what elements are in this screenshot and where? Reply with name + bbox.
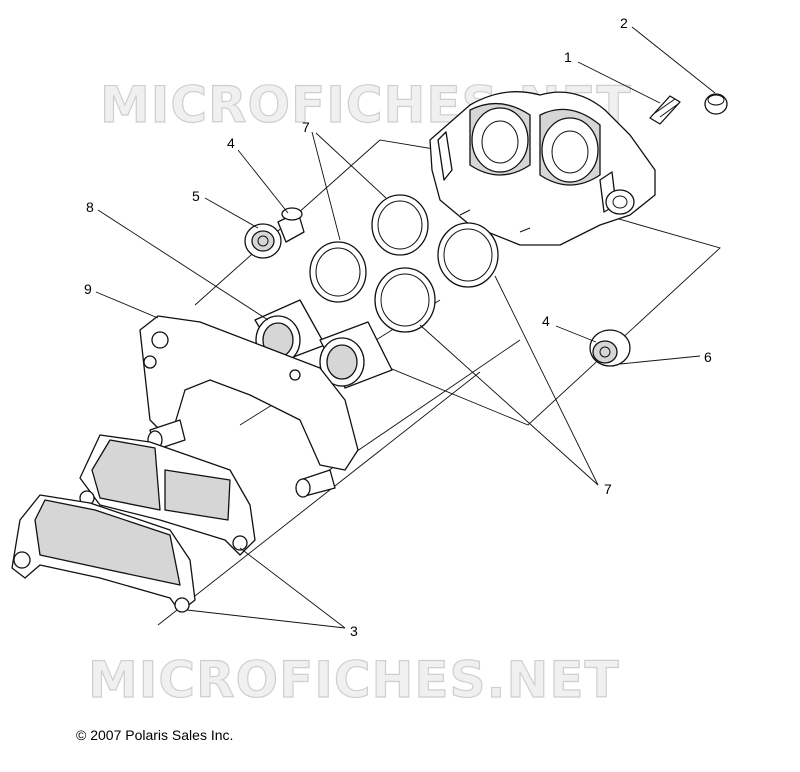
- callout-labels: 1 2 3 4 4 5 6 7 7 8 9: [84, 15, 712, 639]
- callout-7-top: 7: [302, 119, 310, 135]
- copyright-notice: © 2007 Polaris Sales Inc.: [76, 727, 234, 743]
- callout-4-left: 4: [227, 135, 235, 151]
- callout-8: 8: [86, 199, 94, 215]
- callout-5: 5: [192, 188, 200, 204]
- caliper-body: [429, 91, 656, 246]
- callout-6: 6: [704, 349, 712, 365]
- bleeder-screw: [649, 95, 681, 125]
- watermark-bottom: MICROFICHES.NET: [88, 651, 620, 709]
- brake-pads: [11, 434, 256, 613]
- callout-9: 9: [84, 281, 92, 297]
- pin-boot-right: [589, 329, 631, 367]
- callout-7-bottom: 7: [604, 481, 612, 497]
- bleeder-cap: [704, 93, 728, 115]
- caliper-bracket: [139, 315, 359, 498]
- callout-4-right: 4: [542, 313, 550, 329]
- callout-leaders: [95, 26, 716, 629]
- callout-3: 3: [350, 623, 358, 639]
- caliper-pin-left: [277, 207, 305, 243]
- callout-2: 2: [620, 15, 628, 31]
- callout-1: 1: [564, 49, 572, 65]
- pin-boot-left: [244, 223, 282, 259]
- piston-seals: [309, 194, 499, 333]
